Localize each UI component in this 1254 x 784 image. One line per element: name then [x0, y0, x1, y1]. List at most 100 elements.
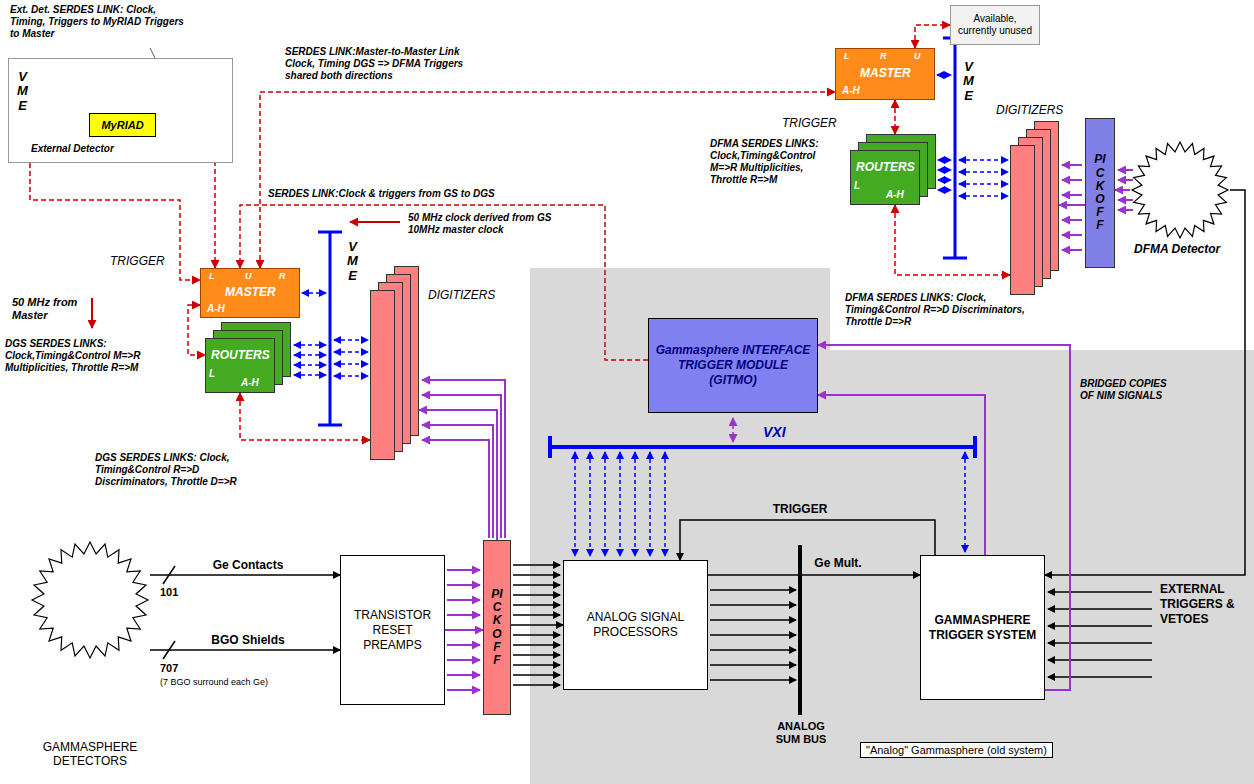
node-label: ANALOG SIGNAL PROCESSORS: [570, 610, 701, 640]
node-label: External Detector: [31, 143, 114, 154]
signal-link: [445, 629, 483, 631]
detector-outline: [1132, 142, 1228, 238]
link-annotation: SERDES LINK:Master-to-Master Link Clock,…: [285, 46, 490, 82]
node-label: PICKOFF: [491, 588, 503, 667]
node-label: TRANSISTOR RESET PREAMPS: [347, 608, 438, 653]
edge-label: BGO Shields: [208, 633, 287, 647]
signal-link: [708, 574, 920, 576]
myriad-module: MyRIAD: [89, 113, 156, 137]
signal-link: [240, 205, 648, 360]
analog-region-ground: [530, 268, 1254, 784]
signal-link: [1115, 189, 1130, 191]
signal-link: [818, 345, 1070, 690]
bus-name: V M E: [346, 240, 359, 283]
signal-link: [150, 574, 340, 576]
bus-name: VXI: [760, 424, 789, 440]
node-label: MASTER: [225, 285, 276, 299]
signal-link: [895, 205, 1010, 275]
section-label: TRIGGER: [782, 116, 837, 130]
signal-link: [894, 100, 896, 134]
signal-link: [150, 649, 340, 651]
preamp-box: TRANSISTOR RESET PREAMPS: [340, 555, 445, 705]
note: (7 BGO surround each Ge): [160, 677, 310, 687]
signal-link: [511, 624, 563, 626]
node-label: L: [209, 368, 215, 379]
node-label: U: [914, 51, 921, 61]
node-label: A-H: [241, 377, 259, 388]
edge-label: Ge Contacts: [210, 558, 287, 572]
router-stack: ROUTERSLA-H: [850, 134, 936, 205]
bus-name: V M E: [16, 70, 29, 113]
node-label: L: [854, 180, 860, 191]
node-label: PICKOFF: [1094, 153, 1106, 232]
signal-link: [818, 395, 985, 555]
detector-outline: [32, 542, 148, 658]
node-label: DIGITIZERS: [428, 288, 495, 302]
signal-link: [1045, 190, 1245, 575]
analog-system-region: "Analog" Gammasphere (old system) Gammasp…: [530, 268, 1254, 784]
link-annotation: SERDES LINK:Clock & triggers from GS to …: [268, 188, 568, 200]
node-label: DFMA Detector: [1134, 242, 1220, 256]
clock-note: 50 MHz clock derived from GS 10MHz maste…: [408, 212, 568, 236]
link-annotation: DFMA SERDES LINKS: Clock,Timing&Control …: [710, 138, 842, 186]
card-outline: [206, 339, 275, 393]
node-label: ROUTERS: [211, 348, 270, 362]
bundle-slash: [163, 566, 175, 659]
interface-module: Gammasphere INTERFACE TRIGGER MODULE (GI…: [648, 318, 818, 413]
link-annotation: DGS SERDES LINKS: Clock,Timing&Control M…: [5, 338, 183, 374]
detector-array: GAMMASPHERE DETECTORS: [30, 540, 150, 660]
pickoff-box: PICKOFF: [483, 540, 511, 715]
node-label: GAMMASPHERE TRIGGER SYSTEM: [927, 613, 1038, 643]
digitizer-stack: DIGITIZERS: [1010, 121, 1059, 295]
node-label: GAMMASPHERE DETECTORS: [26, 740, 154, 768]
node-label: L: [209, 271, 215, 281]
link-annotation: DGS SERDES LINKS: Clock, Timing&Control …: [95, 452, 270, 488]
trigger-system-box: GAMMASPHERE TRIGGER SYSTEM: [920, 555, 1045, 700]
signal-note: BRIDGED COPIES OF NIM SIGNALS: [1080, 378, 1180, 402]
router-stack: ROUTERS L A-H: [205, 322, 291, 393]
bus-name: ANALOG SUM BUS: [765, 720, 837, 746]
edge-label: TRIGGER: [770, 502, 831, 516]
signal-link: [915, 25, 950, 48]
signal-link: [680, 520, 935, 560]
link-annotation: Ext. Det. SERDES LINK: Clock, Timing, Tr…: [10, 4, 190, 40]
signal-link: [30, 163, 200, 280]
node-label: R: [279, 271, 286, 281]
digitizer-stack: DIGITIZERS: [370, 266, 419, 460]
pickoff-box: PICKOFF: [1085, 118, 1115, 268]
card-outline: [371, 291, 395, 460]
stacked-cards: [370, 266, 419, 460]
node-label: R: [880, 51, 887, 61]
detector-outline: [30, 540, 150, 660]
channel-count: 101: [160, 586, 178, 598]
bus-name: V M E: [962, 60, 975, 103]
clock-note: 50 MHz from Master: [12, 296, 86, 322]
analog-sum-bus: [798, 545, 802, 715]
card-outline: [1011, 146, 1035, 295]
signal-link: [419, 410, 497, 540]
link-annotation: DFMA SERDES LINKS: Clock, Timing&Control…: [845, 292, 1025, 328]
stacked-cards: [1010, 121, 1059, 295]
spare-port-box: Available, currently unused: [950, 5, 1040, 45]
node-label: Available, currently unused: [957, 13, 1033, 37]
node-label: A-H: [207, 303, 225, 314]
node-label: MASTER: [860, 66, 911, 80]
channel-count: 707: [160, 662, 178, 674]
trigger-master: L R UMASTERA-H: [835, 48, 935, 100]
node-label: ROUTERS: [856, 160, 915, 174]
node-label: A-H: [842, 85, 860, 96]
signal-link: [240, 393, 370, 440]
node-label: L: [844, 51, 850, 61]
node-label: MyRIAD: [101, 119, 143, 131]
card-outline: [851, 151, 920, 205]
detector-housing: External Detector MyRIAD: [8, 58, 233, 163]
trigger-master: L U RMASTERA-H: [200, 268, 300, 318]
input-note: EXTERNAL TRIGGERS & VETOES: [1160, 582, 1245, 627]
node-label: Gammasphere INTERFACE TRIGGER MODULE (GI…: [655, 343, 811, 388]
edge-label: Ge Mult.: [811, 556, 864, 570]
node-label: U: [245, 271, 252, 281]
detector-outline: [1130, 140, 1230, 240]
section-label: TRIGGER: [110, 254, 165, 268]
node-label: DIGITIZERS: [996, 103, 1063, 117]
node-label: "Analog" Gammasphere (old system): [860, 742, 1053, 758]
